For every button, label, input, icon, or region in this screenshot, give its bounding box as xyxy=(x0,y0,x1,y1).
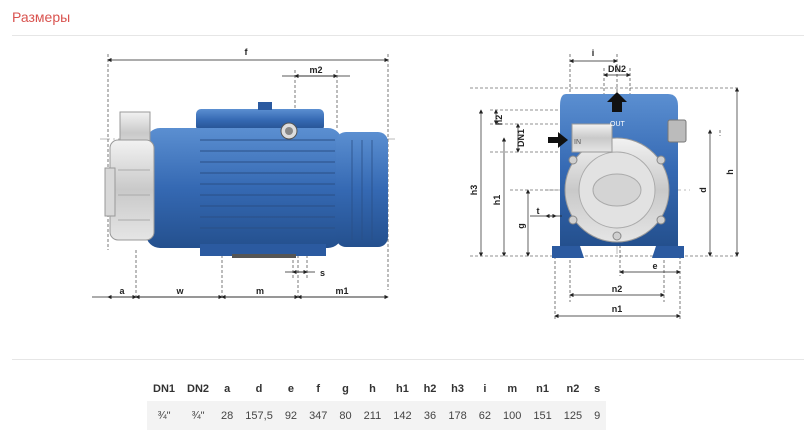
cell-e: 92 xyxy=(278,401,304,430)
cell-s: 9 xyxy=(588,401,607,430)
col-header-s: s xyxy=(594,383,601,395)
cell-n1: 151 xyxy=(527,401,558,430)
cell-i: 62 xyxy=(472,401,498,430)
col-header-dn2: DN2 xyxy=(187,383,210,395)
side-view: f m2 xyxy=(92,47,395,300)
cell-n2: 125 xyxy=(557,401,589,430)
cell-d: 157,5 xyxy=(239,401,279,430)
dim-m2: m2 xyxy=(309,65,322,75)
dim-n1: n1 xyxy=(612,304,623,314)
col-header-f: f xyxy=(316,383,321,395)
cell-dn2: ¾" xyxy=(181,401,216,430)
dim-i: i xyxy=(592,48,595,58)
cell-h2: 36 xyxy=(417,401,443,430)
cell-h: 211 xyxy=(357,401,388,430)
label-in: IN xyxy=(574,139,581,146)
dim-e: e xyxy=(652,261,657,271)
col-header-h: h xyxy=(369,383,376,395)
dim-dn1: DN1 xyxy=(516,129,526,147)
col-header-a: a xyxy=(224,383,231,395)
cell-dn1: ¾" xyxy=(147,401,182,430)
cell-f: 347 xyxy=(303,401,334,430)
label-out: OUT xyxy=(610,121,626,128)
section-title: Размеры xyxy=(12,9,71,25)
table-header-row: DN1 DN2 a d e f g h h1 h2 h3 i m n1 n2 s xyxy=(147,377,606,401)
dim-n2: n2 xyxy=(612,284,623,294)
cell-h3: 178 xyxy=(442,401,473,430)
cell-a: 28 xyxy=(215,401,240,430)
col-header-g: g xyxy=(342,383,349,395)
dim-a: a xyxy=(119,286,125,296)
col-header-h3: h3 xyxy=(451,383,465,395)
pump-dimension-drawing: f m2 xyxy=(92,47,740,320)
table-divider xyxy=(12,359,804,360)
col-header-n2: n2 xyxy=(566,383,580,395)
dim-s: s xyxy=(320,268,325,278)
dim-g: g xyxy=(516,223,526,229)
dim-h3: h3 xyxy=(469,185,479,196)
dim-h2: h2 xyxy=(494,115,504,126)
dim-d: d xyxy=(698,187,708,193)
table-row: ¾" ¾" 28 157,5 92 347 80 211 142 36 178 … xyxy=(147,401,607,430)
cell-h1: 142 xyxy=(387,401,418,430)
dim-dn2: DN2 xyxy=(608,64,626,74)
col-header-n1: n1 xyxy=(536,383,549,395)
col-header-i: i xyxy=(483,383,487,395)
col-header-e: e xyxy=(287,383,294,395)
col-header-m: m xyxy=(507,383,518,395)
cell-g: 80 xyxy=(333,401,358,430)
dimensions-table: DN1 DN2 a d e f g h h1 h2 h3 i m n1 n2 s… xyxy=(147,377,607,430)
col-header-dn1: DN1 xyxy=(153,383,176,395)
dim-h: h xyxy=(725,169,735,175)
front-view: i DN2 OUT IN h2 DN1 h3 xyxy=(469,48,740,320)
cell-m: 100 xyxy=(497,401,528,430)
section-divider xyxy=(12,35,804,36)
col-header-h2: h2 xyxy=(423,383,437,395)
dim-t: t xyxy=(537,206,540,216)
dim-m1: m1 xyxy=(335,286,348,296)
dim-h1: h1 xyxy=(492,195,502,206)
col-header-d: d xyxy=(255,383,263,395)
dim-m: m xyxy=(256,286,264,296)
dim-f: f xyxy=(245,47,249,57)
dim-w: w xyxy=(175,286,184,296)
col-header-h1: h1 xyxy=(395,383,409,395)
